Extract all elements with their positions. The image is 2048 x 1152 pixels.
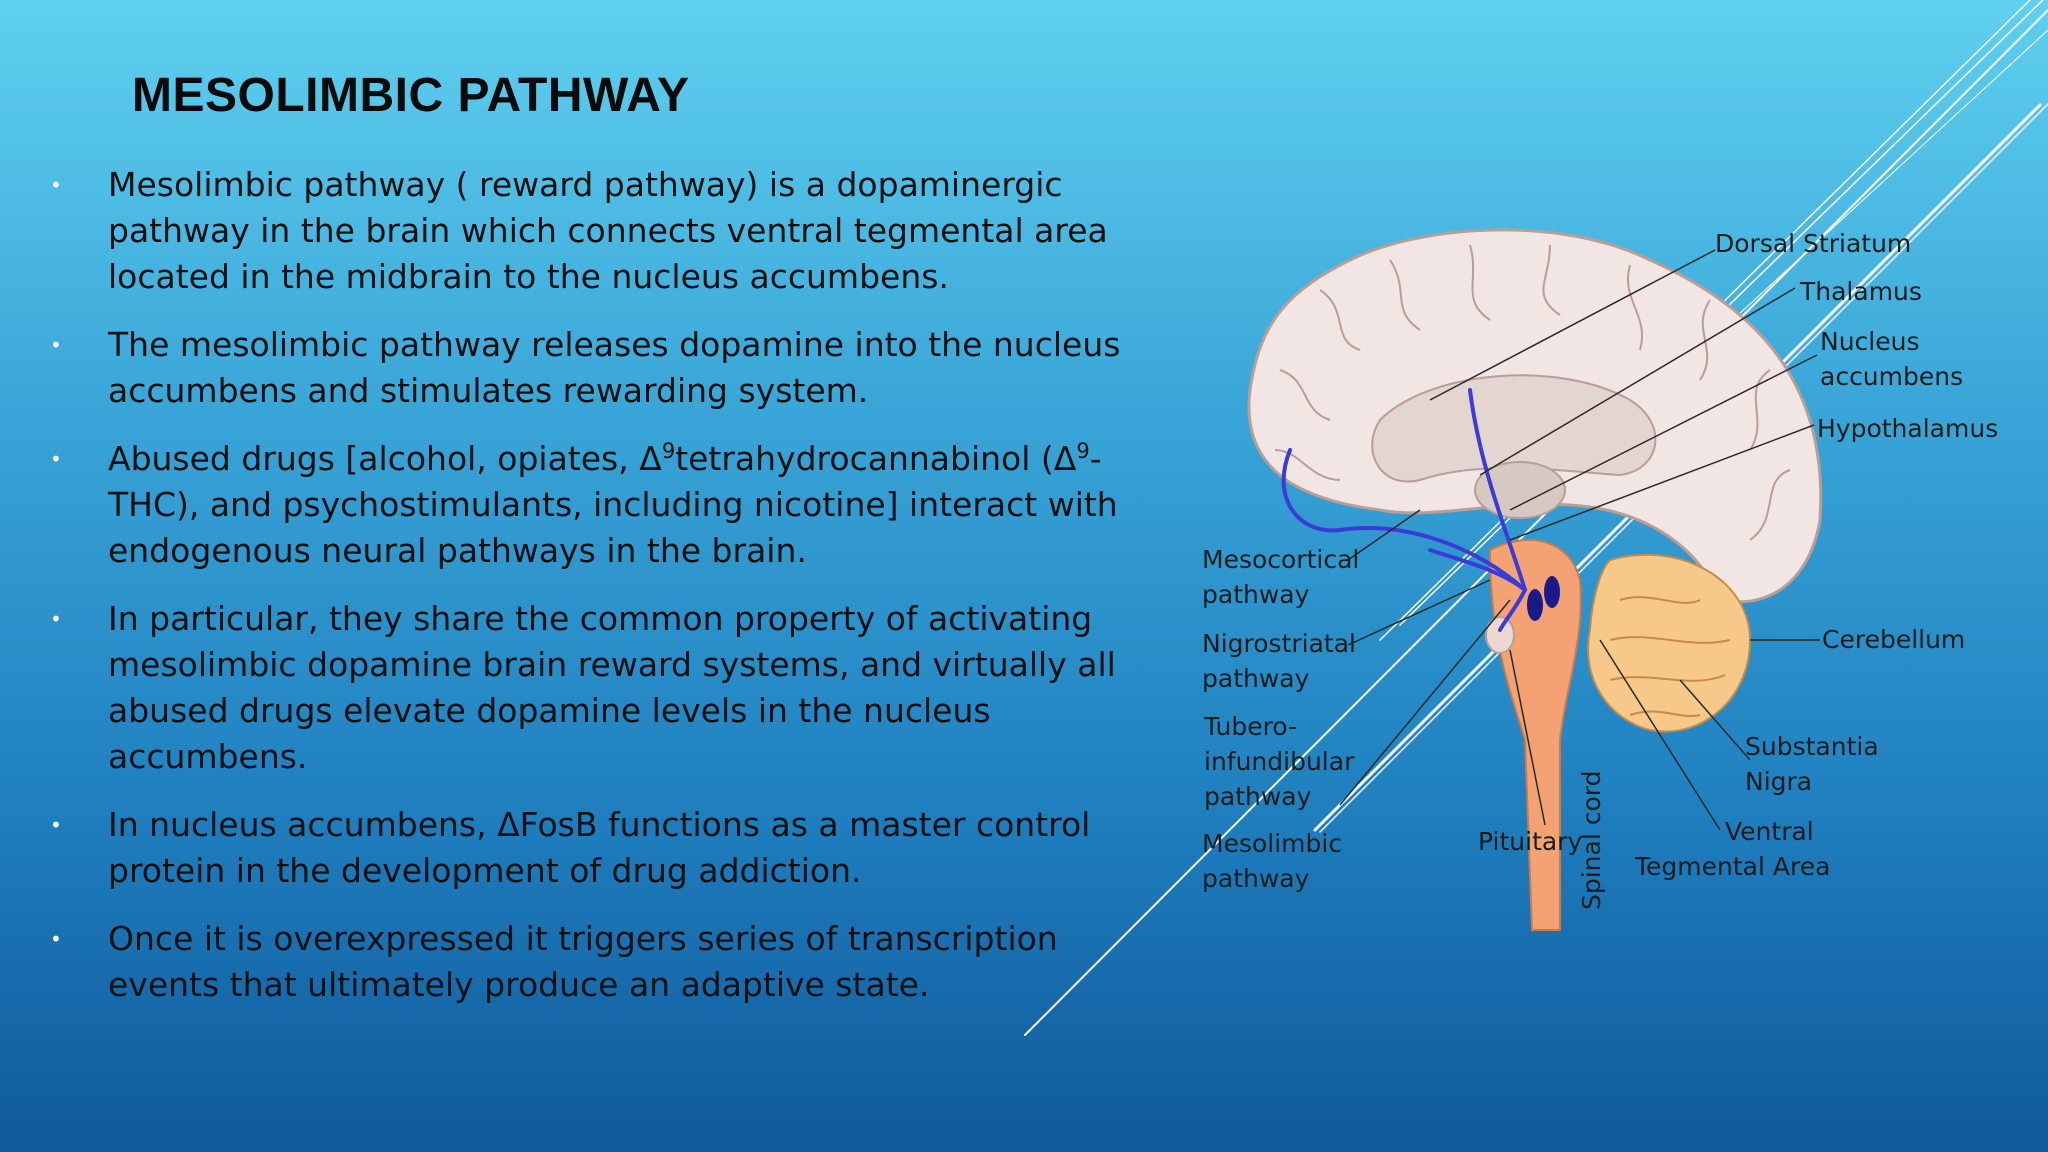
label-thalamus: Thalamus <box>1799 277 1922 306</box>
bullet-item: • In nucleus accumbens, ΔFosB functions … <box>50 802 1150 894</box>
bullet-text: In nucleus accumbens, ΔFosB functions as… <box>108 805 1091 890</box>
label-tuberoinfundibular-pathway: infundibular <box>1204 747 1355 776</box>
bullet-text-part: -THC), and psychostimulants, including n… <box>108 439 1118 570</box>
bullet-icon: • <box>50 333 62 357</box>
bullet-item: • The mesolimbic pathway releases dopami… <box>50 322 1150 414</box>
bullet-icon: • <box>50 173 62 197</box>
bullet-list: • Mesolimbic pathway ( reward pathway) i… <box>50 162 1150 1030</box>
leader-lines <box>1339 249 1820 831</box>
label-substantia-nigra: Substantia <box>1745 732 1879 761</box>
label-ventral-tegmental-area: Ventral <box>1725 817 1814 846</box>
bullet-text-part: tetrahydrocannabinol (Δ <box>675 439 1077 478</box>
bullet-item: • Mesolimbic pathway ( reward pathway) i… <box>50 162 1150 300</box>
label-nigrostriatal-pathway: pathway <box>1202 664 1310 693</box>
bullet-item: • Once it is overexpressed it triggers s… <box>50 916 1150 1008</box>
label-hypothalamus: Hypothalamus <box>1817 414 1998 443</box>
substantia-nigra-marker <box>1544 576 1560 608</box>
bullet-icon: • <box>50 813 62 837</box>
label-substantia-nigra: Nigra <box>1745 767 1812 796</box>
label-nucleus-accumbens: accumbens <box>1820 362 1963 391</box>
label-ventral-tegmental-area: Tegmental Area <box>1634 852 1830 881</box>
bullet-text: In particular, they share the common pro… <box>108 599 1116 776</box>
bullet-text: Once it is overexpressed it triggers ser… <box>108 919 1058 1004</box>
label-pituitary: Pituitary <box>1478 827 1582 856</box>
bullet-text-part: Abused drugs [alcohol, opiates, Δ <box>108 439 662 478</box>
label-mesocortical-pathway: Mesocortical <box>1202 545 1359 574</box>
label-mesocortical-pathway: pathway <box>1202 580 1310 609</box>
label-spinal-cord: Spinal cord <box>1577 771 1606 911</box>
superscript: 9 <box>661 439 676 463</box>
bullet-text: Abused drugs [alcohol, opiates, Δ9tetrah… <box>108 439 1118 570</box>
label-tuberoinfundibular-pathway: Tubero- <box>1203 712 1297 741</box>
bullet-text: Mesolimbic pathway ( reward pathway) is … <box>108 165 1108 296</box>
label-cerebellum: Cerebellum <box>1822 625 1965 654</box>
bullet-item: • Abused drugs [alcohol, opiates, Δ9tetr… <box>50 436 1150 574</box>
label-mesolimbic-pathway: pathway <box>1202 864 1310 893</box>
label-mesolimbic-pathway: Mesolimbic <box>1202 829 1342 858</box>
slide-title: MESOLIMBIC PATHWAY <box>132 69 690 122</box>
limbic-region <box>1371 374 1657 483</box>
gyri-folds <box>1274 244 1791 541</box>
bullet-icon: • <box>50 927 62 951</box>
cerebellum-shape <box>1587 553 1752 733</box>
vta-marker <box>1527 589 1543 621</box>
label-tuberoinfundibular-pathway: pathway <box>1204 782 1312 811</box>
dopamine-pathways <box>1281 388 1527 632</box>
label-nigrostriatal-pathway: Nigrostriatal <box>1202 629 1356 658</box>
bullet-icon: • <box>50 447 62 471</box>
bullet-text: The mesolimbic pathway releases dopamine… <box>108 325 1121 410</box>
bullet-icon: • <box>50 607 62 631</box>
bullet-item: • In particular, they share the common p… <box>50 596 1150 780</box>
label-nucleus-accumbens: Nucleus <box>1820 327 1920 356</box>
pituitary-shape <box>1485 616 1515 654</box>
superscript: 9 <box>1076 439 1090 463</box>
label-dorsal-striatum: Dorsal Striatum <box>1715 229 1911 258</box>
brain-diagram: Dorsal Striatum Thalamus Nucleus accumbe… <box>1202 228 1998 931</box>
